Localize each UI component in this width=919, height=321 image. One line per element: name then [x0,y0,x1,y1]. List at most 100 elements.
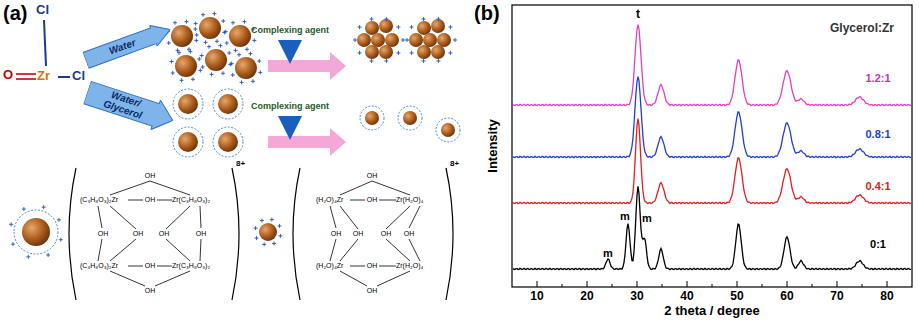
charge-mark [254,226,258,230]
charge-mark [195,33,199,37]
charge-mark [231,21,235,25]
zr-particle [409,33,423,47]
arrow-shape: Water [82,19,174,70]
charge-mark [396,51,400,55]
charge-mark [448,25,452,29]
arrow-text: Water/ Glycerol [88,83,161,125]
glycerol-shell [14,210,58,254]
charge-mark [353,38,357,42]
charge-mark [22,207,26,211]
charge-mark [252,38,256,42]
charge-mark [46,253,50,257]
peak-label: m [603,247,613,259]
charge-mark [201,13,205,17]
charge-mark [204,40,208,44]
zr-particle [441,123,455,137]
axis-tick [812,284,813,287]
formula-text: OH [159,230,170,238]
legend-label: 0:1 [870,238,886,250]
axis-tick [762,284,763,287]
charge-mark [224,30,228,34]
zr-particle [178,132,198,152]
zr-particle [417,21,431,35]
zr-particle [235,57,257,79]
atom-label: O [3,68,13,82]
formula-text: Zr(H₂O)₄ [396,262,423,270]
charge-mark [384,17,388,21]
formula-text: 8+ [236,160,245,169]
formula-text: OH [98,230,109,238]
atom-label: Zr [37,69,50,83]
charge-mark [207,45,211,49]
charge-mark [177,51,181,55]
axis-tick [787,281,788,287]
zr-particle [229,25,251,47]
formula-text: OH [367,287,378,295]
zr-particle [403,111,417,125]
axis-tick [537,281,538,287]
charge-mark [194,38,198,42]
charge-mark [221,19,225,23]
formula-text: OH [145,172,156,180]
formula-text: OH [367,172,378,180]
peak-label: t [636,8,640,21]
zr-particle [205,49,227,71]
charge-mark [225,41,229,45]
formula-text: OH [367,262,378,270]
formula-text: (C₃H₈O₃)₂Zr [80,262,118,270]
tick-label: 40 [680,290,693,303]
formula-text: OH [331,230,342,238]
axis-title: Intensity [486,119,500,172]
zr-particle [365,21,379,35]
formula-text: OH [145,196,156,204]
charge-mark [212,12,216,16]
formula-text: Zr(H₂O)₄ [396,196,423,204]
glycerol-shell [173,89,203,119]
charge-mark [59,238,63,242]
zr-particle [437,33,451,47]
charge-mark [167,41,171,45]
zr-particle [417,45,431,59]
charge-mark [11,242,15,246]
panel-letter: (b) [474,2,500,24]
charge-mark [384,59,388,63]
legend-label: Glycerol:Zr [830,22,894,35]
axis-tick [687,281,688,287]
glycerol-shell [360,106,384,130]
charge-mark [262,242,266,246]
charge-mark [410,25,414,29]
charge-mark [42,205,46,209]
charge-mark [358,25,362,29]
charge-mark [57,218,61,222]
charge-mark [193,27,197,31]
zr-particle [22,218,50,246]
charge-mark [257,59,261,63]
glycerol-shell [213,127,243,157]
peak-label: m [620,210,630,222]
axis-tick [862,284,863,287]
charge-mark [237,53,241,57]
charge-mark [9,222,13,226]
charge-mark [358,51,362,55]
formula-text: (H₂O)₄Zr [316,196,343,204]
charge-mark [396,25,400,29]
charge-mark [218,44,222,48]
charge-mark [248,52,252,56]
charge-mark [405,38,409,42]
arrow-body [82,77,177,134]
tick-label: 80 [880,290,893,303]
formula-text: 8+ [450,160,459,169]
tick-label: 30 [630,290,643,303]
axis-tick [587,281,588,287]
formula-text: Zr(C₃H₈O₃)₂ [172,196,210,204]
charge-mark [198,68,202,72]
xrd-curve [513,186,911,269]
charge-mark [171,71,175,75]
zr-particle [423,33,437,47]
zr-particle [371,33,385,47]
axis-tick [737,281,738,287]
zr-particle [218,94,238,114]
atom-label: Cl [36,3,49,17]
charge-mark [255,236,259,240]
axis-tick [712,284,713,287]
